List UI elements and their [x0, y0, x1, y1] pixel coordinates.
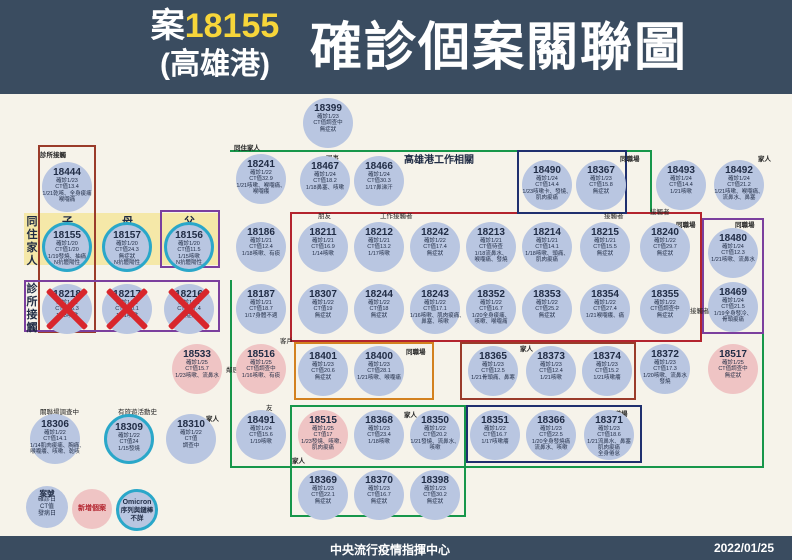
family-frame — [460, 342, 636, 400]
footer-date: 2022/01/25 — [713, 541, 774, 555]
clinic-contact-label: 診所接觸 — [40, 152, 66, 159]
same-ship-frame-mid — [294, 342, 434, 400]
same-ship-frame-right — [702, 218, 764, 334]
legend-new-case: 新增個案 — [72, 489, 112, 529]
same-ship-label-3: 同職場 — [735, 222, 755, 229]
same-ship-frame-top — [517, 150, 627, 214]
family-label-3: 家人 — [404, 412, 417, 419]
case-title: 案18155 (高雄港) — [130, 6, 300, 84]
same-ship-frame-bottom — [466, 405, 642, 463]
case-number: 18155 — [184, 7, 280, 45]
workplace-top-frame — [230, 150, 652, 212]
footer-bar: 中央流行疫情指揮中心 2022/01/25 — [0, 536, 792, 560]
workplace-label: 高雄港工作相關 — [404, 155, 474, 166]
footer-org: 中央流行疫情指揮中心 — [330, 543, 451, 557]
household-label-top: 同住家人 — [234, 145, 260, 152]
side-clinic-label: 診所接觸 — [26, 283, 38, 334]
workplace-main-frame — [230, 280, 764, 468]
family-label-2: 家人 — [520, 346, 533, 353]
header-bar: 案18155 (高雄港) 確診個案關聯圖 — [0, 0, 792, 94]
family-label-1: 家人 — [758, 156, 771, 163]
same-ship-label-2: 同職場 — [676, 222, 696, 229]
page-title: 確診個案關聯圖 — [310, 18, 689, 78]
family-label-4: 家人 — [292, 458, 305, 465]
other-label: 友 — [266, 405, 273, 412]
work-contact-label: 工作接觸者 — [380, 213, 413, 220]
same-ship-label-1: 同職場 — [620, 156, 640, 163]
client-label: 客戶 — [280, 338, 293, 345]
case-prefix: 案 — [150, 7, 185, 45]
neighbor-label: 鄰居 — [226, 367, 239, 374]
family-label-5: 家人 — [206, 416, 219, 423]
location-label: (高雄港) — [160, 48, 270, 81]
contact-label-1: 接觸者 — [604, 213, 624, 220]
contact-label-2: 接觸者 — [650, 209, 670, 216]
gym-label: 關聯場調查中 — [40, 409, 79, 416]
market-label: 有旅遊活動史 — [118, 409, 157, 416]
friend-label: 朋友 — [318, 213, 331, 220]
side-household-label: 同住家人 — [26, 216, 38, 267]
cluster-red-frame — [290, 212, 702, 342]
contact-label-3: 接觸者 — [690, 308, 710, 315]
same-ship-label-4: 同職場 — [406, 349, 426, 356]
